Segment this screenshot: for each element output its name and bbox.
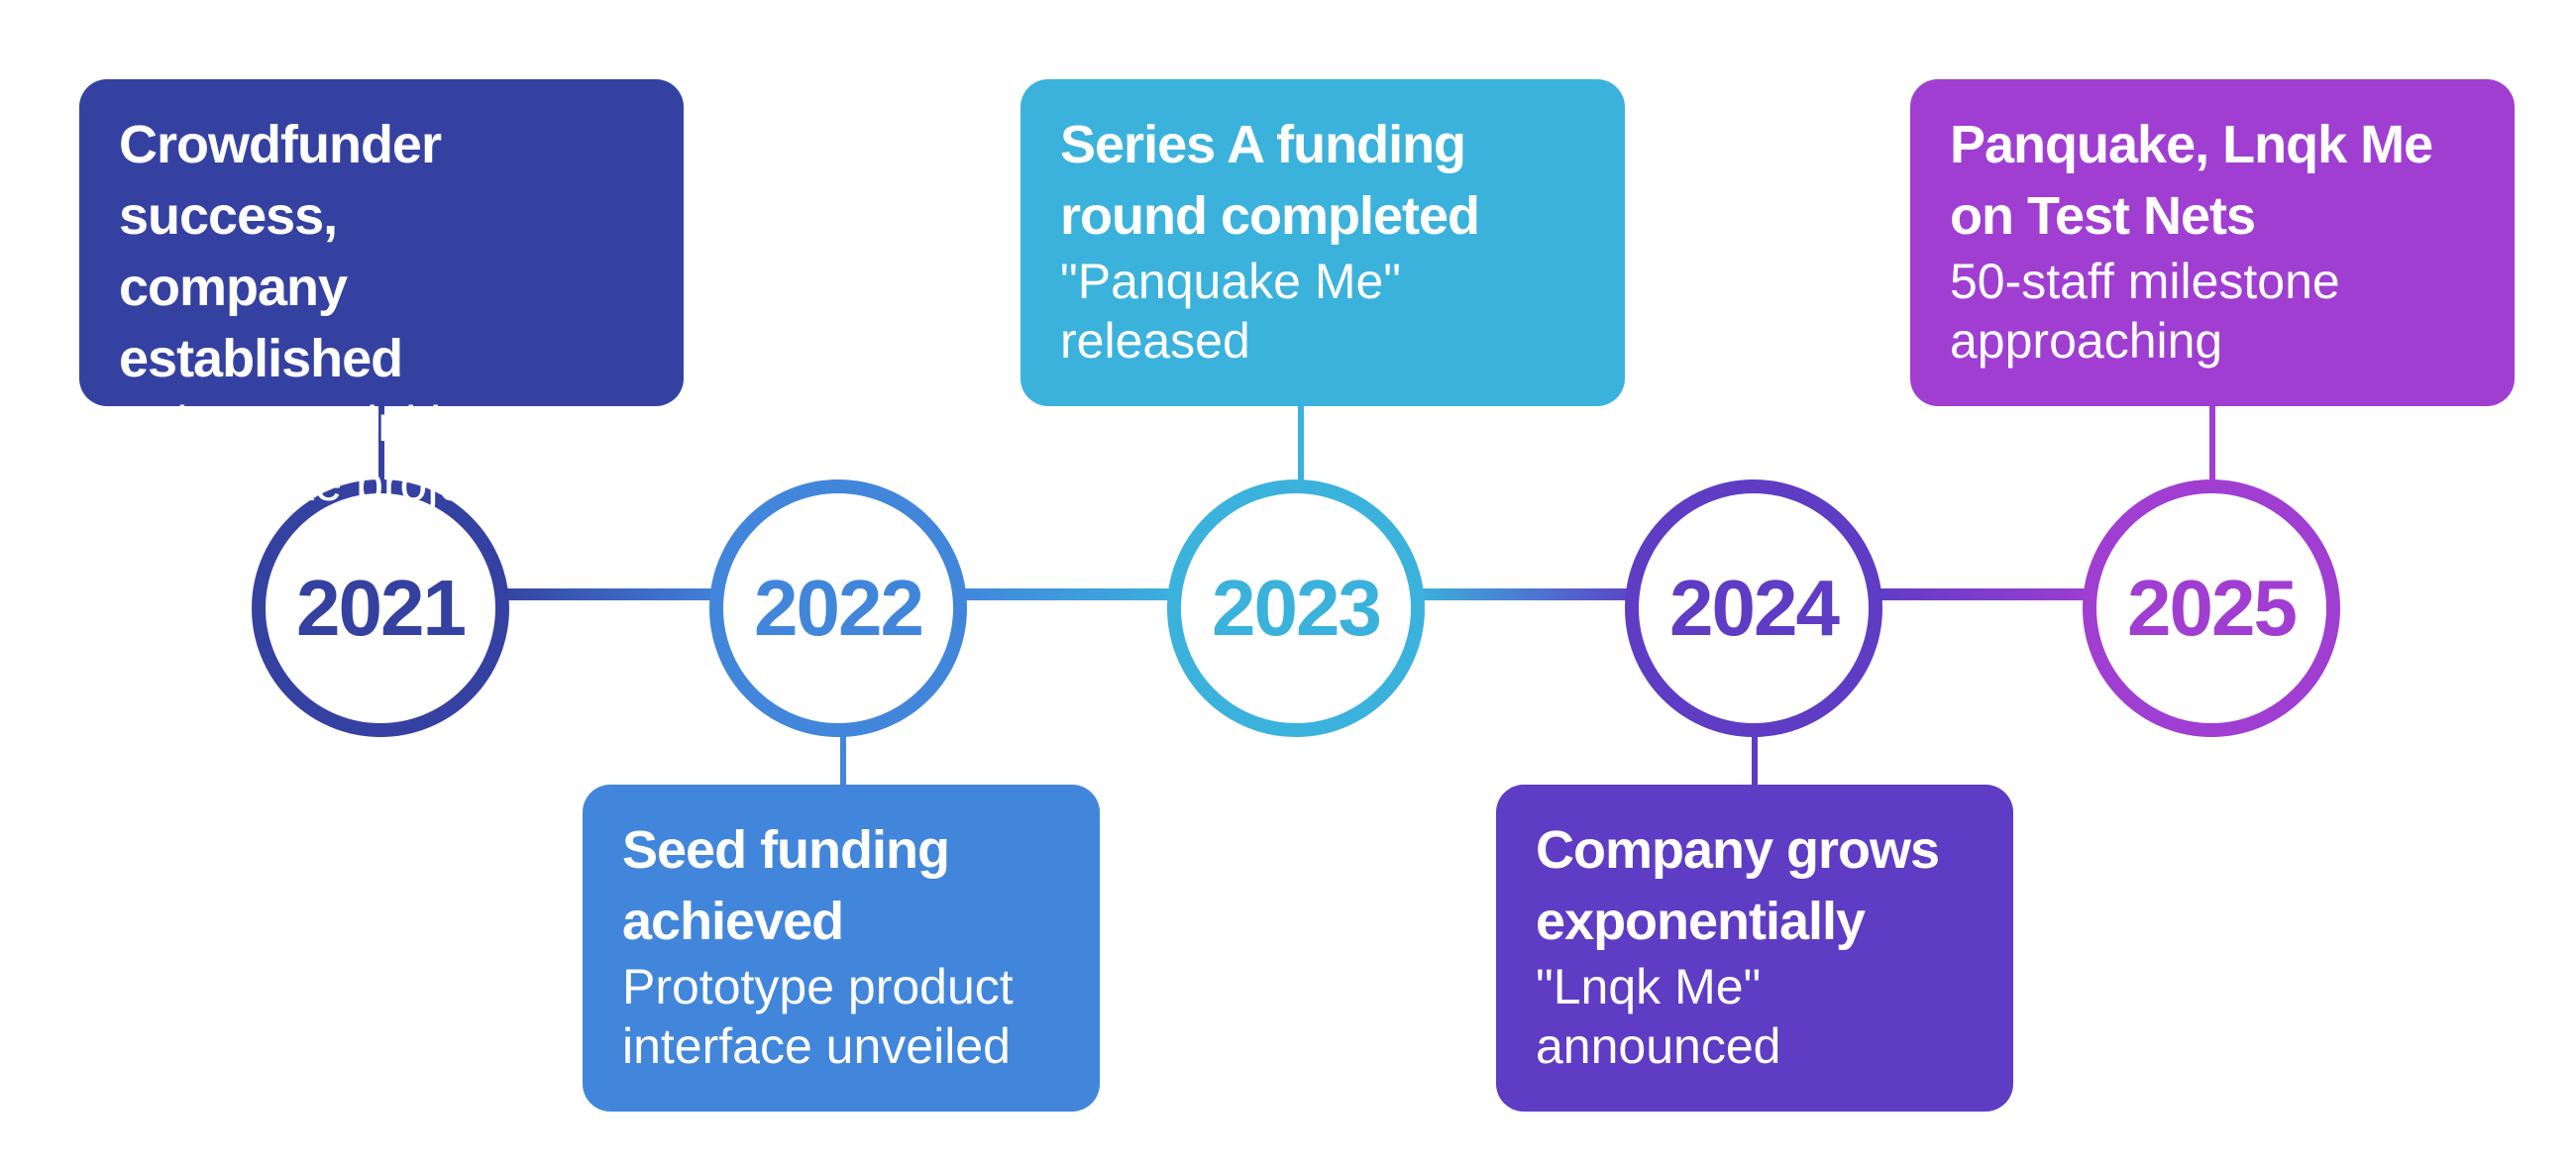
milestone-description: 50-staff milestone approaching (1950, 254, 2340, 369)
milestone-title: Seed funding achieved (622, 820, 950, 951)
milestone-title: Company grows exponentially (1536, 820, 1940, 951)
milestone-description: Volunteers initiate Panquake project (119, 396, 510, 511)
year-circle-2022: 2022 (709, 479, 967, 737)
timeline-connector-2021-2022 (495, 588, 735, 600)
year-circle-2023: 2023 (1167, 479, 1425, 737)
milestone-card-2023: Series A funding round completed "Panqua… (1020, 79, 1625, 406)
milestone-card-2022: Seed funding achieved Prototype product … (583, 785, 1100, 1112)
stem-2024 (1752, 707, 1758, 787)
milestone-title: Series A funding round completed (1060, 115, 1480, 246)
milestone-description: "Lnqk Me" announced (1536, 959, 1781, 1074)
year-label: 2024 (1669, 564, 1840, 652)
milestone-card-2025: Panquake, Lnqk Me on Test Nets 50-staff … (1910, 79, 2515, 406)
stem-2022 (840, 707, 846, 787)
year-label: 2023 (1212, 564, 1382, 652)
stem-2025 (2209, 402, 2215, 481)
milestone-description: Prototype product interface unveiled (622, 959, 1014, 1074)
milestone-card-2021: Crowdfunder success, company established… (79, 79, 684, 511)
year-circle-2021: 2021 (252, 479, 509, 737)
timeline-connector-2024-2025 (1869, 588, 2108, 600)
year-circle-2025: 2025 (2083, 479, 2340, 737)
stem-2023 (1298, 402, 1304, 481)
stem-2021 (378, 402, 384, 481)
milestone-card-2024: Company grows exponentially "Lnqk Me" an… (1496, 785, 2013, 1112)
milestone-title: Panquake, Lnqk Me on Test Nets (1950, 115, 2433, 246)
year-label: 2025 (2127, 564, 2298, 652)
year-label: 2022 (754, 564, 924, 652)
year-label: 2021 (296, 564, 467, 652)
timeline-connector-2022-2023 (953, 588, 1193, 600)
year-circle-2024: 2024 (1625, 479, 1882, 737)
timeline-connector-2023-2024 (1411, 588, 1651, 600)
milestone-title: Crowdfunder success, company established (119, 115, 442, 388)
milestone-description: "Panquake Me" released (1060, 254, 1402, 369)
